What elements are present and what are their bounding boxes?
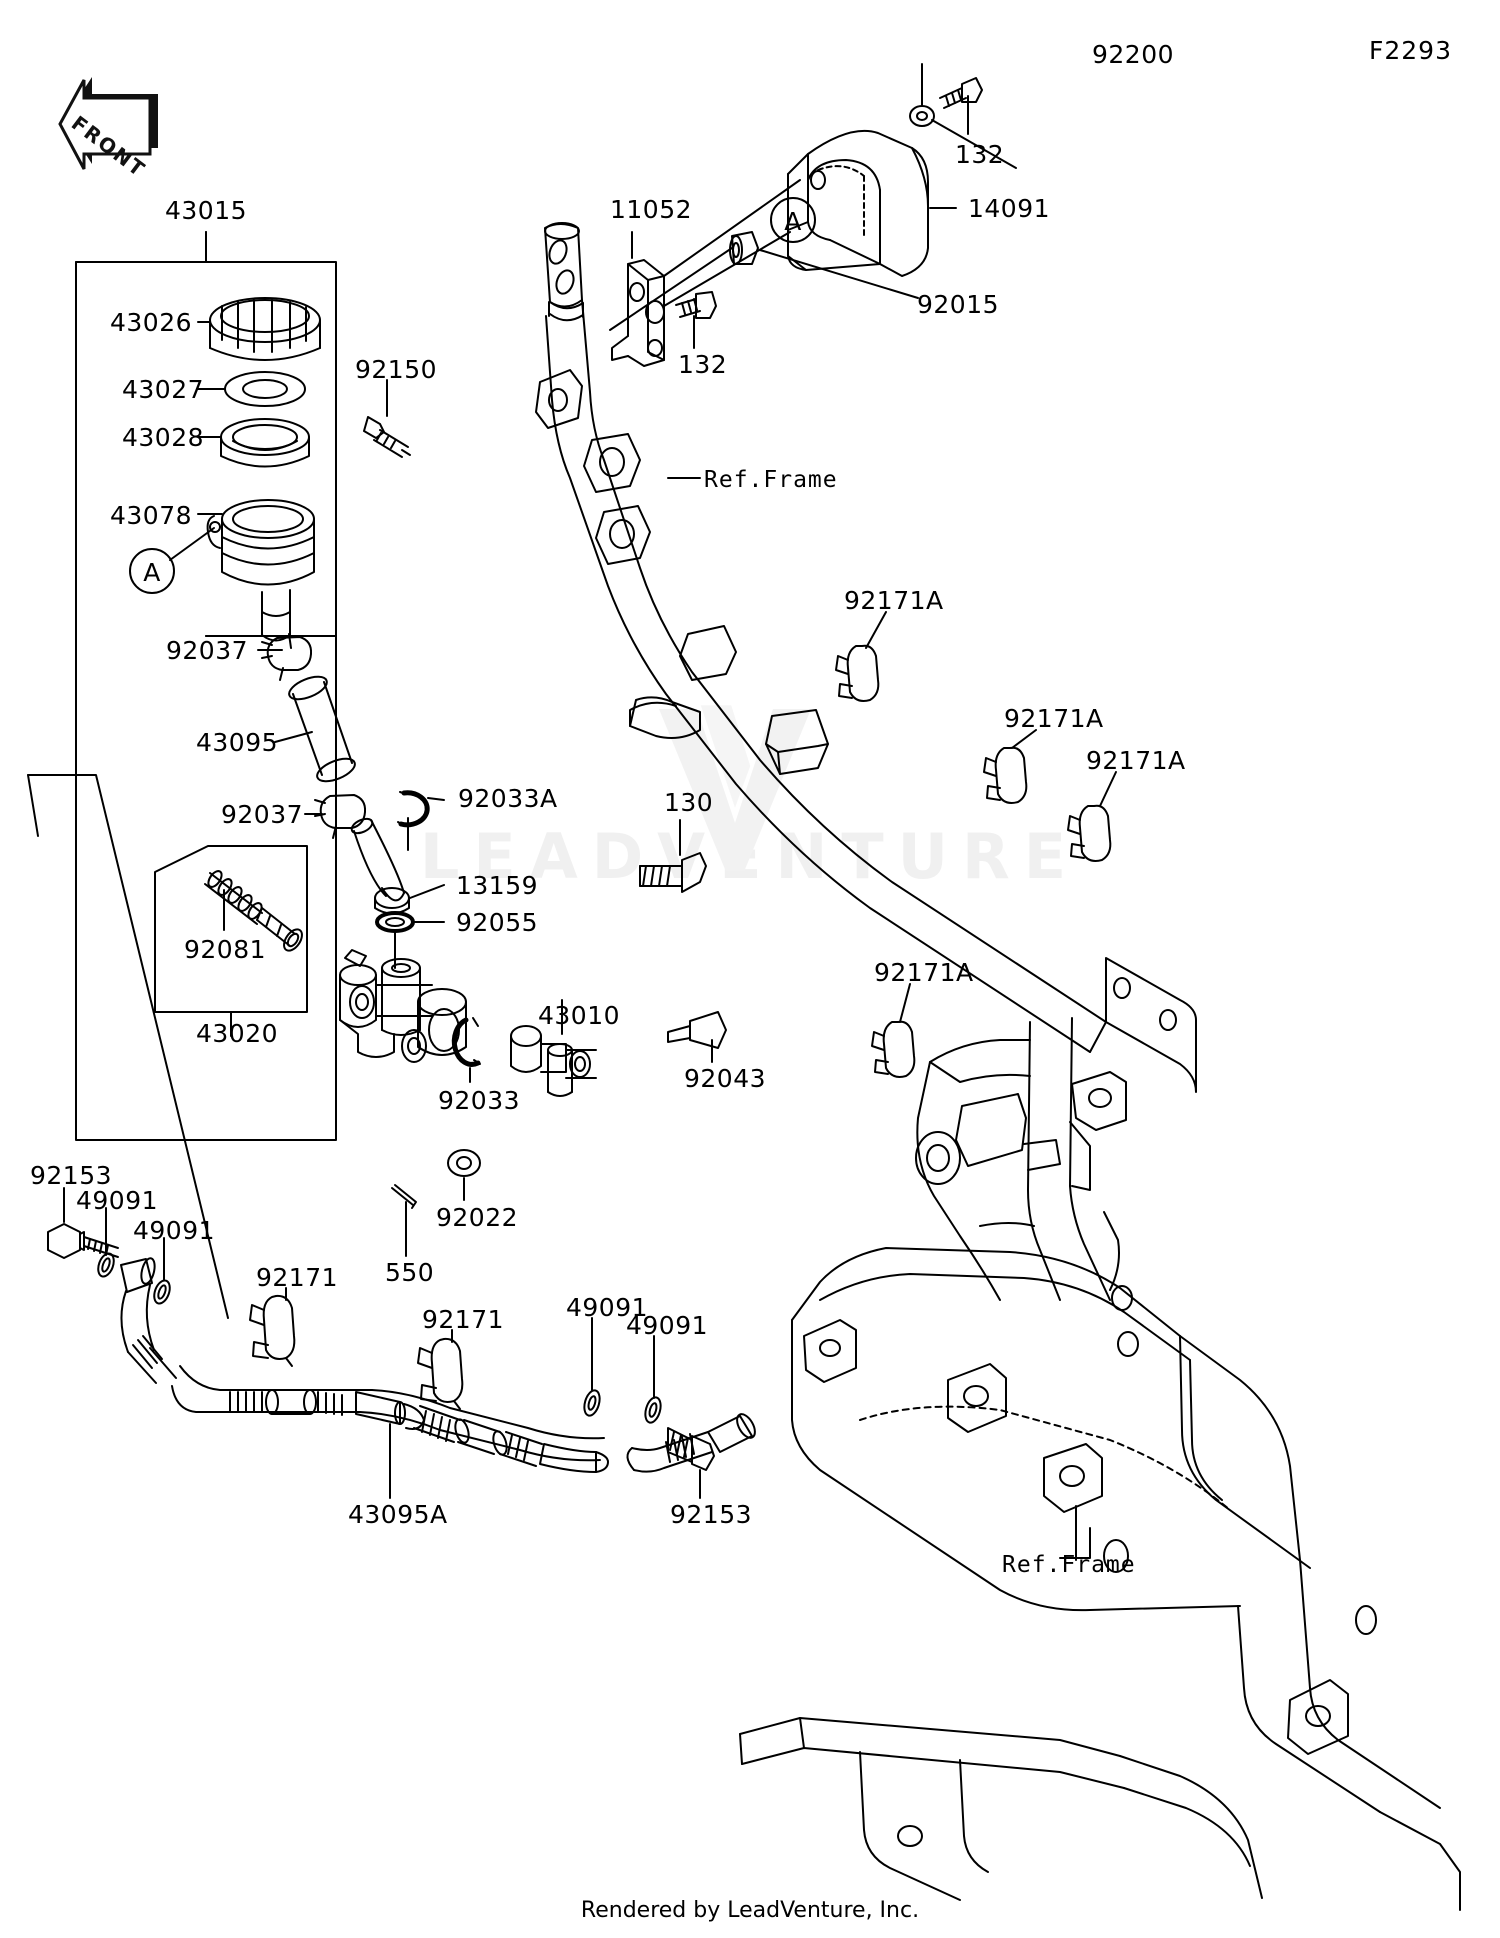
part-43028-diaphragm	[220, 418, 310, 468]
label-92200[interactable]: 92200	[1092, 40, 1175, 69]
group-box-43015	[75, 231, 337, 1141]
part-92037-clamp-upper	[261, 633, 313, 681]
label-43015[interactable]: 43015	[165, 196, 248, 225]
label-92043[interactable]: 92043	[684, 1064, 767, 1093]
part-14091-cover	[787, 129, 929, 277]
part-49091-washer-2	[153, 1279, 171, 1305]
part-92153-bolt-left	[47, 1223, 119, 1259]
label-49091-1[interactable]: 49091	[76, 1186, 159, 1215]
part-43078-reservoir	[206, 499, 315, 642]
part-132-bolt-lower	[675, 291, 717, 319]
label-11052[interactable]: 11052	[610, 195, 693, 224]
part-92171-clamp-2	[417, 1337, 464, 1410]
label-132-lower[interactable]: 132	[678, 350, 728, 379]
part-92043-pin	[667, 1011, 727, 1049]
label-92081[interactable]: 92081	[184, 935, 267, 964]
part-43095-hose	[288, 675, 356, 783]
part-43010-master-cylinder	[339, 949, 467, 1063]
part-92200-collar	[909, 105, 935, 127]
label-43078[interactable]: 43078	[110, 501, 193, 530]
sheet-code: F2293	[1368, 36, 1452, 65]
part-92171A-clamp-3	[1067, 804, 1112, 862]
label-43010[interactable]: 43010	[538, 1001, 621, 1030]
callout-label-a-1: A	[143, 558, 161, 587]
label-92033A[interactable]: 92033A	[458, 784, 558, 813]
part-130-bolt	[639, 852, 707, 893]
part-92171-clamp-1	[249, 1294, 296, 1367]
leader-lines	[27, 63, 1117, 1561]
label-92171-1[interactable]: 92171	[256, 1263, 339, 1292]
part-frame-main-rail	[535, 299, 1197, 1093]
part-43095A-hose	[171, 1365, 756, 1473]
part-92171A-clamp-1	[835, 644, 880, 702]
leader-92015-to-assembly	[609, 247, 733, 331]
label-92055[interactable]: 92055	[456, 908, 539, 937]
label-92037-a[interactable]: 92037	[166, 636, 249, 665]
part-92055-oring	[375, 911, 415, 933]
part-92081-spring	[204, 870, 303, 952]
part-43026-cap	[209, 297, 321, 361]
label-43026[interactable]: 43026	[110, 308, 193, 337]
part-132-bolt-upper	[939, 77, 983, 109]
label-13159[interactable]: 13159	[456, 871, 539, 900]
part-92033-circlip	[451, 1017, 481, 1067]
label-43020[interactable]: 43020	[196, 1019, 279, 1048]
label-ref-frame-lower: Ref.Frame	[1002, 1552, 1136, 1578]
label-92033[interactable]: 92033	[438, 1086, 521, 1115]
label-43095[interactable]: 43095	[196, 728, 279, 757]
label-43028[interactable]: 43028	[122, 423, 205, 452]
part-92150-bolt	[363, 416, 411, 458]
label-132-upper[interactable]: 132	[955, 140, 1005, 169]
label-92150[interactable]: 92150	[355, 355, 438, 384]
part-43027-plate	[224, 371, 306, 407]
leader-11052-to-cover	[663, 179, 801, 307]
label-14091[interactable]: 14091	[968, 194, 1051, 223]
part-49091-washer-4	[644, 1396, 662, 1424]
label-92037-b[interactable]: 92037	[221, 800, 304, 829]
label-92171a-3[interactable]: 92171A	[1086, 746, 1186, 775]
label-92153-top[interactable]: 92153	[30, 1161, 113, 1190]
part-92153-bolt-right	[667, 1427, 715, 1471]
part-550-cotter-pin	[391, 1184, 417, 1209]
part-frame-upper-tube	[544, 222, 584, 322]
callout-label-a-2: A	[784, 207, 802, 236]
label-92171a-4[interactable]: 92171A	[874, 958, 974, 987]
label-92171a-1[interactable]: 92171A	[844, 586, 944, 615]
part-49091-washer-1	[97, 1252, 115, 1278]
label-130[interactable]: 130	[664, 788, 714, 817]
part-43010-clevis	[510, 1025, 597, 1097]
part-92171A-clamp-2	[983, 746, 1028, 804]
part-hose-fitting-left	[120, 1257, 177, 1384]
front-direction-marker: FRONT	[58, 77, 158, 177]
label-49091-3[interactable]: 49091	[566, 1293, 649, 1322]
label-92171-2[interactable]: 92171	[422, 1305, 505, 1334]
part-frame-lower-assembly	[739, 1017, 1461, 1911]
part-13159-joint	[350, 817, 410, 915]
part-92171A-clamp-4	[871, 1020, 916, 1078]
label-43095A[interactable]: 43095A	[348, 1500, 448, 1529]
part-92022-washer	[447, 1149, 481, 1177]
part-92037-clamp-lower	[314, 794, 367, 839]
callout-circle-a-2	[770, 197, 816, 243]
leader-92200-to-cover	[931, 119, 1017, 169]
footer-credit: Rendered by LeadVenture, Inc.	[580, 1898, 920, 1923]
label-49091-4[interactable]: 49091	[626, 1311, 709, 1340]
label-92153-bottom[interactable]: 92153	[670, 1500, 753, 1529]
part-49091-washer-3	[583, 1389, 601, 1417]
label-49091-2[interactable]: 49091	[133, 1216, 216, 1245]
label-550[interactable]: 550	[385, 1258, 435, 1287]
part-92033A-circlip	[397, 790, 430, 828]
label-43027[interactable]: 43027	[122, 375, 205, 404]
label-ref-frame-upper: Ref.Frame	[704, 467, 838, 493]
label-92022[interactable]: 92022	[436, 1203, 519, 1232]
label-92015[interactable]: 92015	[917, 290, 1000, 319]
callout-circle-a-1	[129, 548, 175, 594]
part-11052-bracket	[611, 259, 665, 367]
label-92171a-2[interactable]: 92171A	[1004, 704, 1104, 733]
